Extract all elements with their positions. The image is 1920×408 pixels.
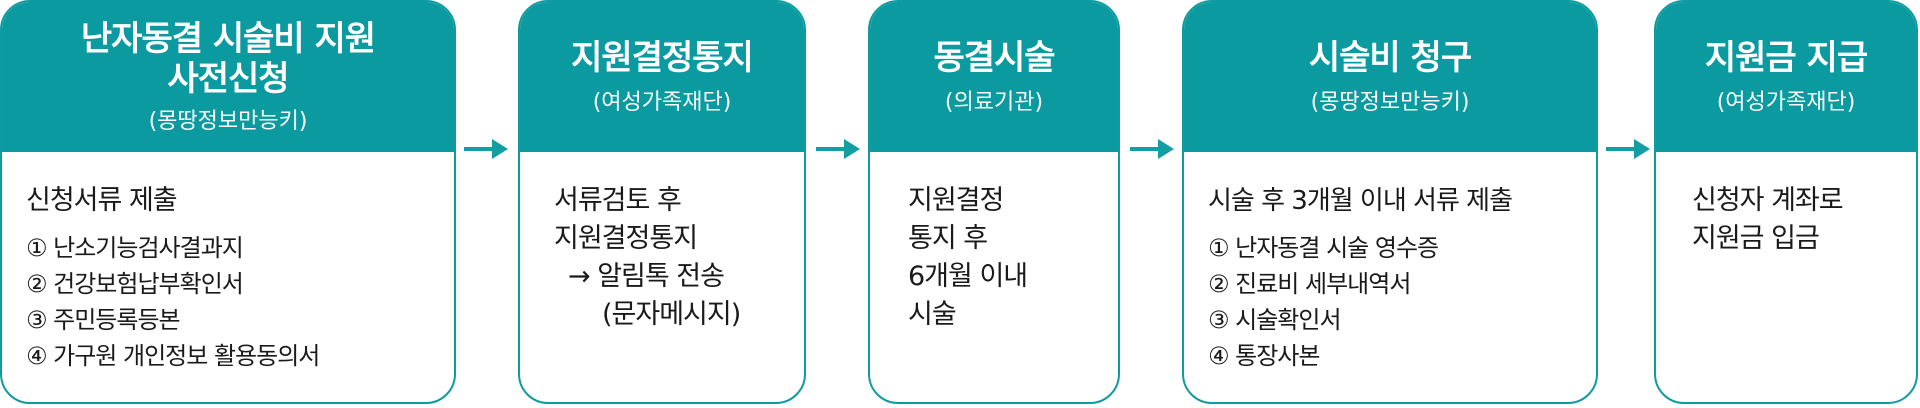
step-title: 지원금 지급 (1704, 38, 1868, 78)
step-header: 지원금 지급 (여성가족재단) (1656, 2, 1916, 152)
step-title: 동결시술 (933, 38, 1055, 78)
step-org: (의료기관) (944, 90, 1044, 115)
step-line: 서류검토 후 (554, 185, 682, 216)
list-item: ① 난소기능검사결과지 (26, 234, 244, 262)
step-lead: 신청서류 제출 (26, 185, 178, 216)
step-card-freezing-procedure: 동결시술 (의료기관) 지원결정 통지 후 6개월 이내 시술 (868, 0, 1120, 404)
step-title-line: 난자동결 시술비 지원 (80, 19, 376, 59)
arrow-right-icon (464, 139, 508, 159)
list-item: ④ 통장사본 (1208, 342, 1320, 370)
step-title-line: 지원금 지급 (1704, 38, 1868, 78)
step-title-line: 시술비 청구 (1308, 38, 1472, 78)
step-title-line: 사전신청 (167, 59, 289, 99)
document-list: ① 난자동결 시술 영수증 ② 진료비 세부내역서 ③ 시술확인서 ④ 통장사본 (1208, 230, 1576, 374)
step-line: 지원결정통지 (554, 223, 698, 254)
arrow-right-icon (816, 139, 860, 159)
document-list: ① 난소기능검사결과지 ② 건강보험납부확인서 ③ 주민등록등본 ④ 가구원 개… (26, 230, 434, 374)
step-header: 난자동결 시술비 지원 사전신청 (몽땅정보만능키) (2, 2, 454, 152)
list-item: ③ 시술확인서 (1208, 306, 1342, 334)
step-body: 신청자 계좌로 지원금 입금 (1656, 152, 1916, 258)
step-line: 6개월 이내 (908, 261, 1028, 292)
list-item: ② 건강보험납부확인서 (26, 270, 244, 298)
step-body: 지원결정 통지 후 6개월 이내 시술 (870, 152, 1118, 334)
step-lead: 시술 후 3개월 이내 서류 제출 (1208, 186, 1513, 216)
step-header: 지원결정통지 (여성가족재단) (520, 2, 804, 152)
step-line: 통지 후 (908, 223, 988, 254)
list-item: ④ 가구원 개인정보 활용동의서 (26, 342, 320, 370)
step-title-line: 동결시술 (933, 38, 1055, 78)
arrow-right-icon (1606, 139, 1650, 159)
step-header: 동결시술 (의료기관) (870, 2, 1118, 152)
step-line: 시술 (908, 299, 957, 330)
list-item: ② 진료비 세부내역서 (1208, 270, 1411, 298)
step-header: 시술비 청구 (몽땅정보만능키) (1184, 2, 1596, 152)
step-card-application: 난자동결 시술비 지원 사전신청 (몽땅정보만능키) 신청서류 제출 ① 난소기… (0, 0, 456, 404)
list-item: ③ 주민등록등본 (26, 306, 181, 334)
list-item: ① 난자동결 시술 영수증 (1208, 234, 1439, 262)
step-card-payment: 지원금 지급 (여성가족재단) 신청자 계좌로 지원금 입금 (1654, 0, 1918, 404)
step-body: 서류검토 후 지원결정통지 → 알림톡 전송 (문자메시지) (520, 152, 804, 334)
step-title: 지원결정통지 (571, 38, 754, 78)
step-line: 신청자 계좌로 (1692, 185, 1844, 216)
step-body: 신청서류 제출 ① 난소기능검사결과지 ② 건강보험납부확인서 ③ 주민등록등본… (2, 152, 454, 374)
step-line: 지원결정 (908, 185, 1004, 216)
step-org: (여성가족재단) (1716, 90, 1856, 115)
step-card-decision-notice: 지원결정통지 (여성가족재단) 서류검토 후 지원결정통지 → 알림톡 전송 (… (518, 0, 806, 404)
step-line: (문자메시지) (602, 299, 741, 330)
step-org: (몽땅정보만능키) (1310, 90, 1470, 115)
step-card-cost-claim: 시술비 청구 (몽땅정보만능키) 시술 후 3개월 이내 서류 제출 ① 난자동… (1182, 0, 1598, 404)
step-title: 난자동결 시술비 지원 사전신청 (80, 19, 376, 99)
step-line: → 알림톡 전송 (568, 261, 725, 292)
step-title: 시술비 청구 (1308, 38, 1472, 78)
step-body: 시술 후 3개월 이내 서류 제출 ① 난자동결 시술 영수증 ② 진료비 세부… (1184, 152, 1596, 374)
step-line: 지원금 입금 (1692, 223, 1820, 254)
arrow-right-icon (1130, 139, 1174, 159)
step-org: (여성가족재단) (592, 90, 732, 115)
step-title-line: 지원결정통지 (571, 38, 754, 78)
step-org: (몽땅정보만능키) (148, 109, 308, 134)
